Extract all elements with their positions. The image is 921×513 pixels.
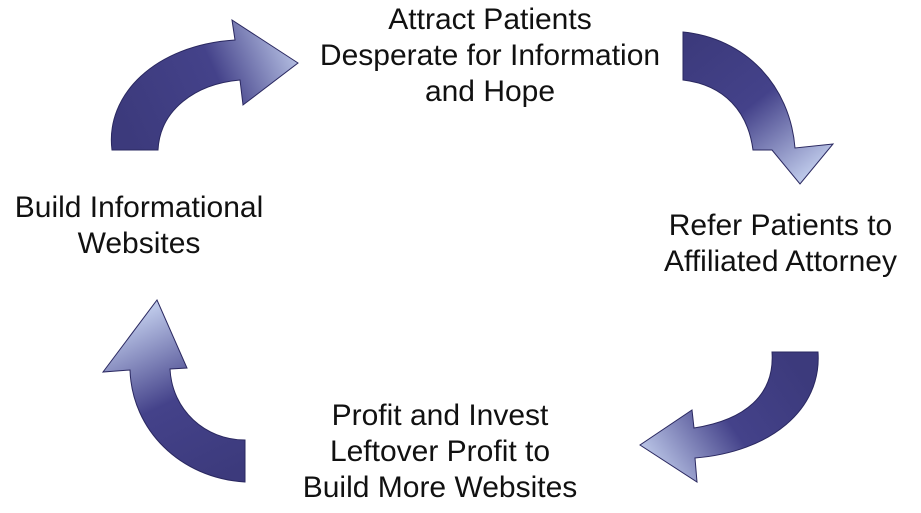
- arrow-right-to-bottom: [639, 351, 819, 483]
- node-profit-invest: Profit and Invest Leftover Profit to Bui…: [250, 398, 630, 506]
- node-attract-patients-line-2: Desperate for Information: [319, 39, 661, 72]
- node-build-websites-line-2: Websites: [77, 227, 201, 260]
- node-attract-patients-line-1: Attract Patients: [388, 3, 592, 36]
- node-refer-patients-line-2: Affiliated Attorney: [664, 245, 897, 278]
- node-attract-patients-line-3: and Hope: [424, 75, 556, 108]
- node-build-websites-line-1: Build Informational: [14, 191, 264, 224]
- arrow-top-to-right: [682, 31, 835, 185]
- node-profit-invest-line-3: Build More Websites: [302, 471, 578, 504]
- node-build-websites: Build Informational Websites: [0, 190, 278, 262]
- node-profit-invest-line-2: Leftover Profit to: [329, 435, 551, 468]
- arrow-left-to-top: [110, 18, 299, 151]
- arrow-bottom-to-left: [101, 299, 246, 483]
- node-attract-patients: Attract Patients Desperate for Informati…: [290, 2, 690, 110]
- node-refer-patients-line-1: Refer Patients to: [668, 209, 893, 242]
- node-profit-invest-line-1: Profit and Invest: [331, 399, 549, 432]
- node-refer-patients: Refer Patients to Affiliated Attorney: [640, 208, 921, 280]
